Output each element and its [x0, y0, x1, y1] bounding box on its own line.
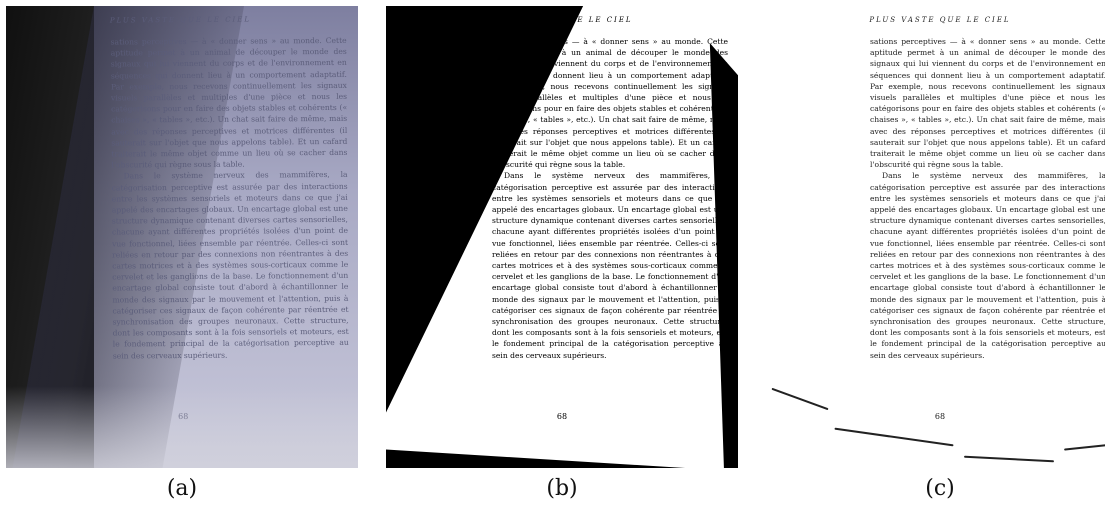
panel-c-cleaned: PLUS VASTE QUE LE CIEL sations perceptiv…: [764, 6, 1105, 468]
bottom-glare: [6, 386, 358, 468]
caption-a: (a): [166, 476, 198, 501]
paragraph-1: sations perceptives — à « donner sens » …: [870, 37, 1105, 170]
body-text: sations perceptives — à « donner sens » …: [111, 35, 349, 362]
body-text: sations perceptives — à « donner sens » …: [870, 36, 1105, 361]
page-content: PLUS VASTE QUE LE CIEL sations perceptiv…: [386, 6, 738, 468]
paragraph-2: Dans le système nerveux des mammifères, …: [492, 171, 728, 360]
body-text: sations perceptives — à « donner sens » …: [492, 36, 728, 361]
running-header: PLUS VASTE QUE LE CIEL: [491, 16, 633, 24]
caption-b: (b): [546, 476, 578, 501]
paragraph-1: sations perceptives — à « donner sens » …: [492, 37, 728, 170]
page-number: 68: [934, 412, 946, 421]
paragraph-2: Dans le système nerveux des mammifères, …: [870, 171, 1105, 360]
panel-a-original-photo: PLUS VASTE QUE LE CIEL sations perceptiv…: [6, 6, 358, 468]
paragraph-2: Dans le système nerveux des mammifères, …: [111, 170, 349, 361]
page-content: PLUS VASTE QUE LE CIEL sations perceptiv…: [764, 6, 1105, 468]
running-header: PLUS VASTE QUE LE CIEL: [109, 15, 252, 25]
running-header: PLUS VASTE QUE LE CIEL: [869, 16, 1011, 24]
caption-c: (c): [925, 476, 955, 501]
paragraph-1: sations perceptives — à « donner sens » …: [110, 35, 348, 170]
panel-b-binarized: PLUS VASTE QUE LE CIEL sations perceptiv…: [386, 6, 738, 468]
page-number: 68: [556, 412, 568, 421]
